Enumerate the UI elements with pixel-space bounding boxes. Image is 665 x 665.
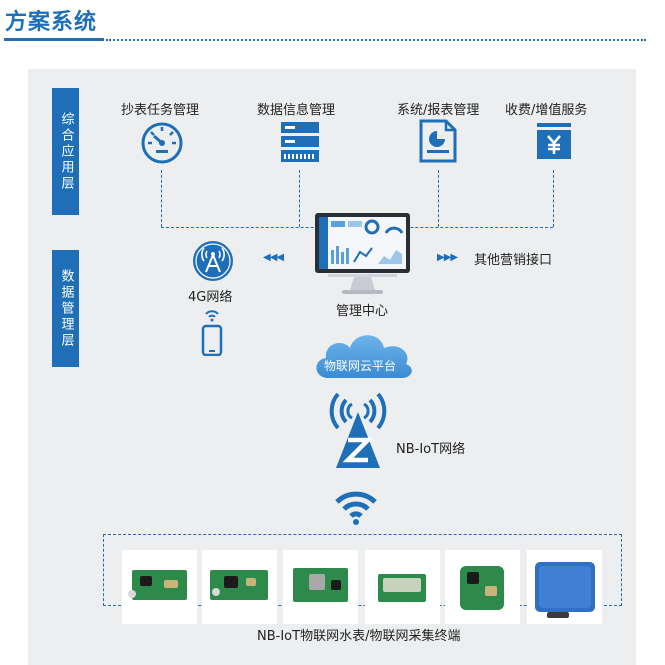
app-label-billing: 收费/增值服务 [505,103,588,118]
device-card [365,550,440,624]
device-card [202,550,277,624]
app-label-meter-task: 抄表任务管理 [121,103,200,118]
chip [331,580,341,590]
devices-frame [103,534,622,606]
enclosure-lid [539,566,591,608]
coin-cell [128,590,136,598]
yuan-icon [536,122,572,160]
cable [547,612,569,618]
chip [140,576,152,586]
device-card [527,550,602,624]
device-card [445,550,520,624]
circuit-board [210,570,268,600]
chip [224,576,238,588]
management-center-label: 管理中心 [336,304,389,319]
arrow-right-icon: ▶▶▶ [437,252,458,263]
nbiot-tower-icon [322,392,394,470]
coin-cell [212,588,220,596]
antenna-4g-icon [191,239,235,283]
devices-caption: NB-IoT物联网水表/物联网采集终端 [257,629,461,644]
chip [309,574,325,590]
device-card [122,550,197,624]
connector-line [161,170,162,227]
phone-icon [201,308,223,356]
app-label-data-info: 数据信息管理 [257,103,336,118]
cloud-icon [310,328,416,380]
connector-line [438,170,439,227]
chip [485,586,497,596]
chip [467,572,479,584]
layer-label-application: 综合应用层 [52,88,79,215]
connector-line [299,170,300,227]
nbiot-network-label: NB-IoT网络 [396,442,466,457]
app-label-system-report: 系统/报表管理 [397,103,480,118]
arrow-left-icon: ◀◀◀ [263,252,284,263]
wifi-icon [334,489,378,525]
device-card [283,550,358,624]
gauge-icon [139,120,185,166]
title-underline [4,38,104,41]
chip [246,578,256,586]
monitor-icon [314,212,411,298]
layer-label-data: 数据管理层 [52,250,79,367]
lcd-display [383,578,421,592]
server-icon [280,121,320,163]
4g-network-label: 4G网络 [188,290,233,305]
chip [164,580,178,588]
other-interface-label: 其他营销接口 [474,253,553,268]
report-icon [418,118,458,164]
connector-line [553,170,554,227]
title-dotted-rule [106,39,646,41]
cloud-platform-label: 物联网云平台 [324,359,397,373]
page-title: 方案系统 [5,10,98,35]
